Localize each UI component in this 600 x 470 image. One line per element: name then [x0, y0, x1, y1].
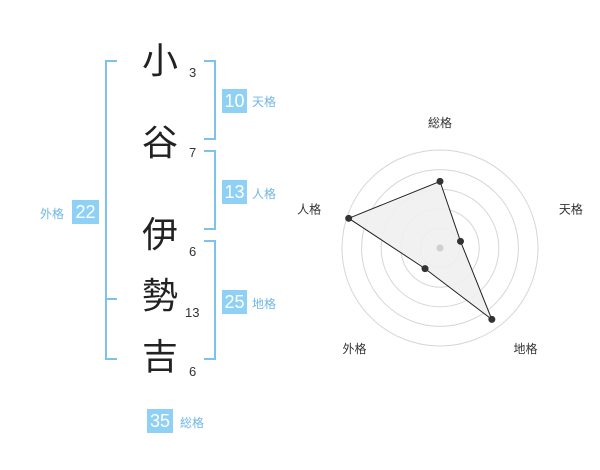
- radar-point: [436, 177, 444, 185]
- chi-kaku-value: 25: [222, 290, 247, 314]
- stroke-count: 13: [185, 305, 200, 320]
- stroke-count: 3: [189, 65, 197, 80]
- ten-kaku-value: 10: [222, 89, 247, 113]
- stroke-count: 6: [189, 244, 197, 259]
- chi-kaku-label: 地格: [252, 297, 277, 311]
- name-char: 勢: [141, 276, 178, 317]
- radar-ring: [341, 149, 539, 347]
- radar-axis-label: 総格: [428, 115, 452, 130]
- stroke-count: 7: [189, 145, 197, 160]
- stroke-count: 6: [189, 364, 197, 379]
- sou-kaku-value: 35: [147, 409, 173, 433]
- radar-axis-label: 人格: [297, 201, 321, 216]
- jin-kaku-value: 13: [222, 180, 247, 204]
- gai-kaku-label: 外格: [40, 207, 65, 221]
- radar-point: [457, 237, 465, 245]
- jin-bracket: [204, 150, 216, 230]
- name-char: 吉: [141, 337, 178, 378]
- ten-kaku-label: 天格: [252, 95, 277, 109]
- ten-bracket: [204, 60, 216, 140]
- name-char: 小: [141, 41, 178, 82]
- gai-kaku-value: 22: [72, 200, 99, 224]
- radar-center-dot: [436, 244, 444, 252]
- radar-point: [345, 214, 353, 222]
- radar-axis-label: 天格: [559, 201, 583, 216]
- name-char: 伊: [141, 215, 178, 256]
- gai-bracket-tick: [105, 298, 117, 300]
- radar-ring: [361, 169, 519, 327]
- radar-polygon: [347, 180, 493, 321]
- radar-point: [488, 315, 496, 323]
- chi-bracket: [204, 240, 216, 360]
- name-char: 谷: [141, 123, 178, 164]
- radar-point: [421, 265, 429, 273]
- gai-bracket: [105, 60, 117, 360]
- radar-axis-label: 地格: [514, 341, 538, 356]
- sou-kaku-label: 総格: [180, 416, 205, 430]
- radar-axis-label: 外格: [342, 341, 366, 356]
- jin-kaku-label: 人格: [252, 187, 277, 201]
